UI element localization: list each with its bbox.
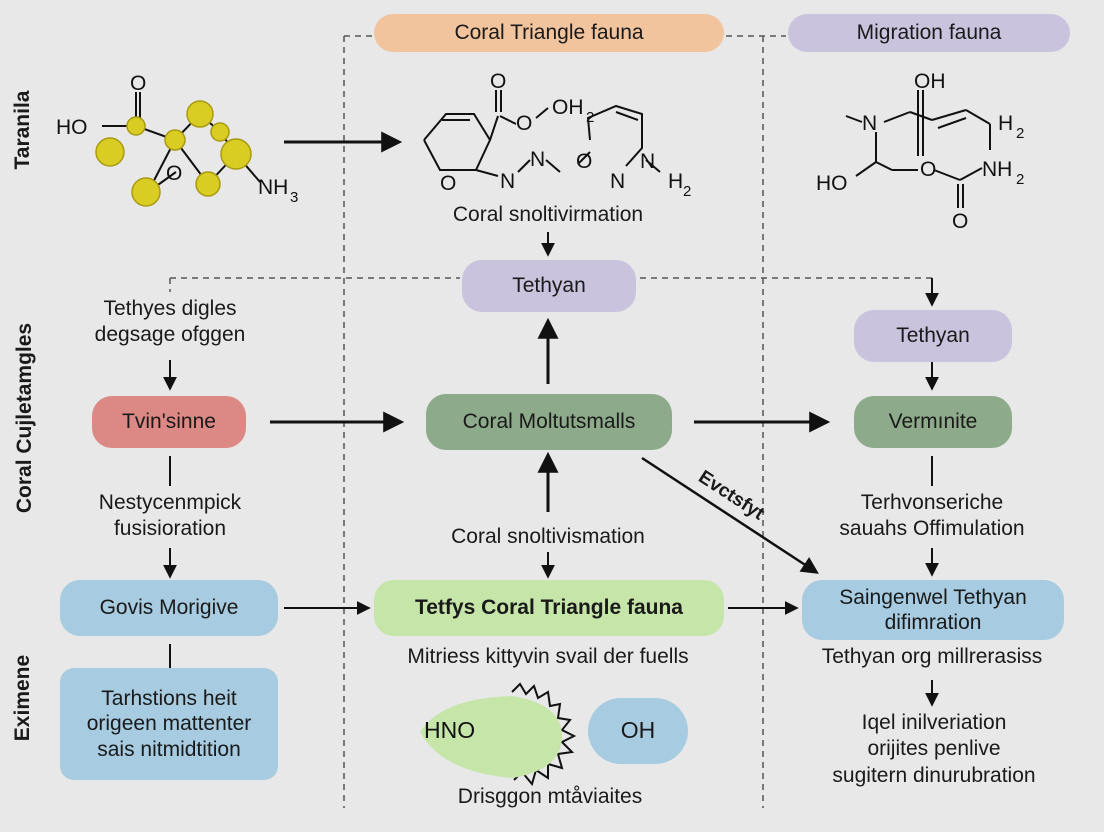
box-tetfys: Tetfys Coral Triangle fauna <box>374 580 724 636</box>
coral-sublabel-top: Coral snoltivirmation <box>452 203 644 226</box>
m3-oh: OH <box>914 70 946 93</box>
tethyan-org-text: Tethyan org millrerasiss <box>821 645 1043 668</box>
m2-n4: N <box>640 150 655 173</box>
atom-spheres <box>95 100 252 207</box>
m2-h2: H <box>668 170 683 193</box>
arrow-diagonal <box>641 456 819 574</box>
box-tarh: Tarhstions heit origeen mattenter sais n… <box>60 668 278 780</box>
molecule-1: O HO O NH 3 <box>56 72 298 207</box>
header-migration: Migration fauna <box>788 14 1070 52</box>
header-coral: Coral Triangle fauna <box>374 14 724 52</box>
m3-nh2-sub: 2 <box>1016 171 1024 188</box>
m3-ho: HO <box>816 172 848 195</box>
m2-n2: N <box>530 148 545 171</box>
row-label-2: Coral Cujletamgles <box>13 322 36 514</box>
terh-line-1: Terhvonseriche <box>860 491 1004 514</box>
tarh-line-1: Tarhstions heit <box>101 687 237 711</box>
m3-o-ring: O <box>920 158 936 181</box>
box-coral-mol: Coral Moltutsmalls <box>426 394 672 450</box>
terh-line-2: sauahs Offimulation <box>839 517 1025 541</box>
box-tethyan-right: Tethyan <box>854 310 1012 362</box>
hno-blob <box>420 696 562 778</box>
tarh-line-3: sais nitmidtition <box>97 737 241 761</box>
m2-o-ring: O <box>516 112 532 135</box>
tethyes-line-2: degsage ofggen <box>94 323 246 347</box>
hno-label: HNO <box>424 717 475 743</box>
iqel-text: Iqel inilveriation orijites penlive sugi… <box>812 710 1056 789</box>
m2-o-mid: O <box>576 150 592 173</box>
molecule-2: O OH 2 O O N N N O N H 2 <box>423 70 691 200</box>
nesty-line-2: fusisioration <box>113 517 227 541</box>
drisggon-text: Drisggon mtåviaites <box>457 785 643 808</box>
molecule-3: OH N H 2 HO O NH 2 O <box>816 70 1024 233</box>
box-saingen: Saingenwel Tethyan difimration <box>802 580 1064 640</box>
box-verm: Vermınite <box>854 396 1012 448</box>
arrows <box>163 131 939 707</box>
coral-sublabel-mid: Coral snoltivismation <box>451 525 645 548</box>
m3-n: N <box>862 112 877 135</box>
mitriess-text: Mitriess kittyvin svail der fuells <box>407 645 689 668</box>
row-label-3: Eximene <box>11 654 34 742</box>
box-govis: Govis Morigive <box>60 580 278 636</box>
tarh-line-2: origeen mattenter <box>86 712 252 736</box>
m2-o-left: O <box>440 172 456 195</box>
m2-n1: N <box>500 170 515 193</box>
m1-nh3: NH <box>258 176 288 199</box>
row-label-1: Taranila <box>11 90 34 170</box>
m1-o: O <box>130 72 146 95</box>
spiky-edge <box>511 682 577 787</box>
m2-oh2-sub: 2 <box>586 109 594 126</box>
hno-shape: HNO <box>420 682 577 787</box>
terh-text: Terhvonseriche sauahs Offimulation <box>812 490 1052 543</box>
tethyes-text: Tethyes digles degsage ofggen <box>60 296 280 349</box>
tethyes-line-1: Tethyes digles <box>103 297 237 320</box>
m2-oh2: OH <box>552 96 584 119</box>
m3-nh2: NH <box>982 158 1012 181</box>
iqel-line-1: Iqel inilveriation <box>861 711 1007 734</box>
m2-o-top: O <box>490 70 506 93</box>
m2-n3: N <box>610 170 625 193</box>
iqel-line-3: sugitern dinurubration <box>832 763 1036 787</box>
m3-h2-sub: 2 <box>1016 125 1024 142</box>
box-tethyan-center: Tethyan <box>462 260 636 312</box>
saingen-line-2: difimration <box>884 611 982 634</box>
m1-ho: HO <box>56 116 88 139</box>
nesty-text: Nestycenmpick fusisioration <box>60 490 280 543</box>
nesty-line-1: Nestycenmpick <box>98 491 242 514</box>
iqel-line-2: orijites penlive <box>867 737 1001 761</box>
m2-h2-sub: 2 <box>683 183 691 200</box>
plain-lines <box>169 456 933 668</box>
box-tvin: Tvin'sinne <box>92 396 246 448</box>
m1-nh3-sub: 3 <box>290 189 298 206</box>
m3-h2: H <box>998 112 1013 135</box>
m1-ring-o: O <box>166 162 182 185</box>
box-oh: OH <box>588 698 688 764</box>
m3-o-bottom: O <box>952 210 968 233</box>
saingen-line-1: Saingenwel Tethyan <box>839 585 1027 609</box>
